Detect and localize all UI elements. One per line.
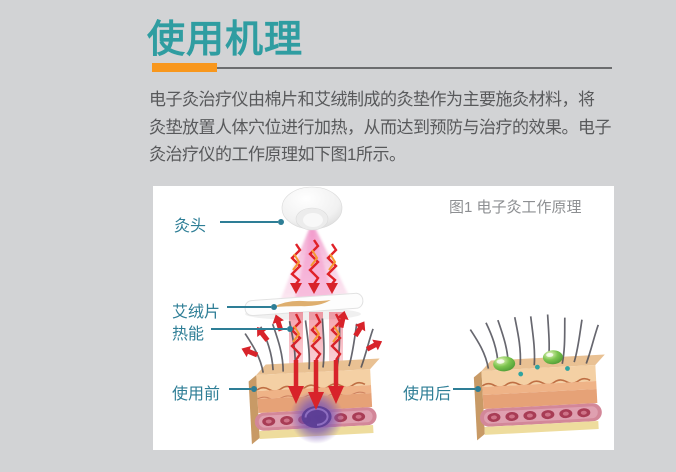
leader-dot-after (475, 386, 481, 392)
intro-line-1: 电子灸治疗仪由棉片和艾绒制成的灸垫作为主要施灸材料，将 (149, 90, 595, 109)
label-after-use: 使用后 (403, 386, 452, 403)
heat-wave-arrows-lower (288, 313, 344, 410)
skin-block-after (469, 314, 605, 441)
leader-line-heat (211, 328, 287, 330)
leader-line-before (229, 388, 251, 390)
heat-wave-arrows-upper (290, 239, 338, 294)
green-droplets (493, 350, 570, 377)
skin-hairs-after (469, 314, 600, 369)
intro-line-2: 灸垫放置人体穴位进行加热，从而达到预防与治疗的效果。电子 (149, 117, 612, 137)
moxa-sheet-illustration (244, 292, 364, 320)
leader-dot-moxa-sheet (271, 304, 277, 310)
blockage-blob (289, 389, 344, 444)
figure-illustration (241, 186, 605, 445)
leader-line-head (220, 221, 278, 223)
label-moxa-head: 灸头 (174, 218, 207, 235)
leader-dot-before (251, 386, 257, 392)
leader-dot-heat (287, 326, 293, 332)
label-before-use: 使用前 (172, 386, 221, 403)
leader-line-moxa-sheet (227, 306, 271, 308)
intro-line-3: 灸治疗仪的工作原理如下图1所示。 (149, 145, 406, 164)
label-moxa-sheet: 艾绒片 (172, 304, 221, 321)
title-accent-bar (152, 63, 217, 72)
leader-dot-head (278, 219, 284, 225)
page-title: 使用机理 (147, 19, 304, 61)
figure-card: 图1 电子灸工作原理 灸头 艾绒片 热能 使用前 使用后 (153, 186, 614, 450)
intro-paragraph: 电子灸治疗仪由棉片和艾绒制成的灸垫作为主要施灸材料，将 灸垫放置人体穴位进行加热… (149, 86, 629, 169)
moxa-head-illustration (281, 186, 343, 231)
title-rule (217, 67, 612, 69)
leader-line-after (453, 388, 475, 390)
blood-vessel-after (479, 403, 602, 427)
label-heat: 热能 (172, 326, 205, 343)
figure-caption: 图1 电子灸工作原理 (449, 199, 582, 216)
